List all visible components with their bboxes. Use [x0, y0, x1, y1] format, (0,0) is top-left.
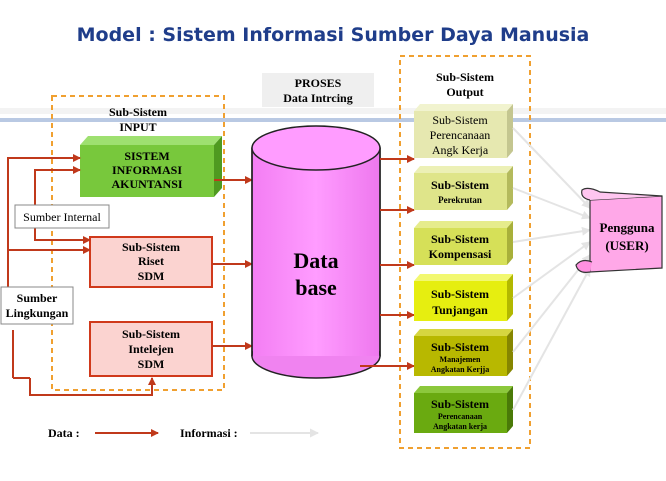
source-environment: Sumber Lingkungan	[0, 286, 74, 325]
process-subheading: Data Intrcing	[283, 91, 352, 105]
database-label-line2: base	[295, 275, 337, 300]
database-cylinder: Data base	[251, 125, 381, 379]
output-box-3-line2: Kompensasi	[429, 247, 492, 261]
input-box-riset: Sub-Sistem Riset SDM	[89, 236, 213, 288]
output-group-subheading: Output	[446, 85, 483, 99]
output-box-1-line2: Perencanaan	[430, 128, 491, 142]
input-box-sia-line2: INFORMASI	[112, 163, 182, 177]
output-box-1-line3: Angk Kerja	[432, 143, 489, 157]
db-to-output-arrows	[360, 155, 415, 370]
output-box-2-line2: Perekrutan	[438, 195, 482, 205]
output-box-5-line3: Angkatan Kerjja	[431, 365, 489, 374]
input-box-riset-line2: Riset	[138, 254, 164, 268]
input-to-db-arrows	[212, 176, 253, 350]
input-group-heading: Sub-Sistem	[109, 105, 167, 119]
input-box-intelejen-line2: Intelejen	[128, 342, 174, 356]
output-box-3-line1: Sub-Sistem	[431, 232, 489, 246]
input-group-frame	[51, 95, 225, 391]
output-box-perekrutan: Sub-Sistem Perekrutan	[414, 166, 513, 210]
source-internal-label: Sumber Internal	[23, 210, 101, 224]
process-label-bg	[262, 73, 374, 107]
database-label-line1: Data	[293, 248, 338, 273]
user-scroll: Pengguna (USER)	[575, 187, 663, 273]
input-box-intelejen-line1: Sub-Sistem	[122, 327, 180, 341]
output-box-tunjangan: Sub-Sistem Tunjangan	[414, 274, 513, 321]
source-environment-line2: Lingkungan	[6, 306, 69, 320]
source-environment-line1: Sumber	[17, 291, 58, 305]
output-box-perencanaan-angk: Sub-Sistem Perencanaan Angk Kerja	[414, 104, 513, 158]
output-box-2-line1: Sub-Sistem	[431, 178, 489, 192]
background-stripe	[0, 118, 666, 122]
input-box-riset-line1: Sub-Sistem	[122, 240, 180, 254]
output-box-4-line1: Sub-Sistem	[431, 287, 489, 301]
legend-data-label: Data :	[48, 426, 80, 440]
output-box-4-line2: Tunjangan	[432, 303, 488, 317]
user-label-line1: Pengguna	[600, 220, 655, 235]
input-box-sia-line1: SISTEM	[124, 149, 169, 163]
input-box-sia: SISTEM INFORMASI AKUNTANSI	[80, 136, 222, 197]
legend-info-label: Informasi :	[180, 426, 238, 440]
page-title: Model : Sistem Informasi Sumber Daya Man…	[76, 24, 590, 46]
output-box-perencanaan-angkatan: Sub-Sistem Perencanaan Angkatan kerja	[414, 386, 513, 433]
output-box-1-line1: Sub-Sistem	[432, 113, 488, 127]
background-band	[0, 108, 666, 114]
output-box-6-line2: Perencanaan	[438, 412, 483, 421]
output-box-6-line1: Sub-Sistem	[431, 397, 489, 411]
output-to-user-arrows	[512, 127, 591, 411]
legend: Data : Informasi :	[48, 426, 319, 440]
input-group-subheading: INPUT	[119, 120, 156, 134]
output-box-5-line1: Sub-Sistem	[431, 340, 489, 354]
process-heading: PROSES	[295, 76, 342, 90]
source-internal: Sumber Internal	[14, 204, 110, 229]
input-box-sia-line3: AKUNTANSI	[111, 177, 182, 191]
output-group-heading: Sub-Sistem	[436, 70, 494, 84]
input-box-intelejen-line3: SDM	[138, 357, 165, 371]
output-box-5-line2: Manajemen	[440, 355, 481, 364]
output-box-manajemen: Sub-Sistem Manajemen Angkatan Kerjja	[414, 329, 513, 376]
input-box-riset-line3: SDM	[138, 269, 165, 283]
output-box-kompensasi: Sub-Sistem Kompensasi	[414, 221, 513, 265]
input-box-intelejen: Sub-Sistem Intelejen SDM	[89, 321, 213, 377]
output-group-frame	[399, 55, 531, 449]
output-box-6-line3: Angkatan kerja	[433, 422, 487, 431]
user-label-line2: (USER)	[605, 238, 648, 253]
